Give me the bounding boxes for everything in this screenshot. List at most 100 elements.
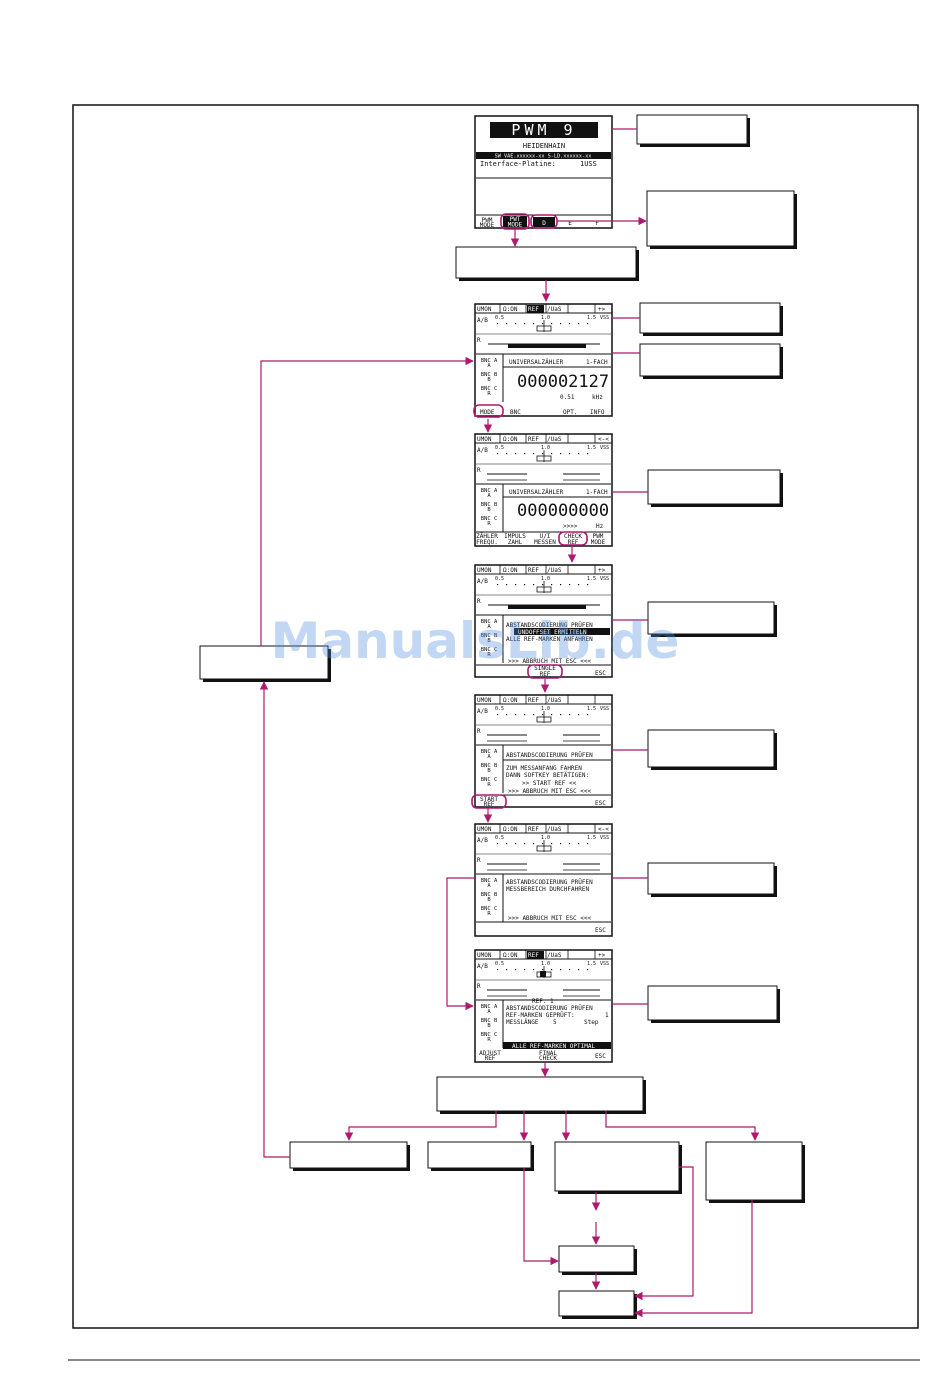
flow-box-c2	[558, 1290, 637, 1319]
tab-2[interactable]: REF	[528, 436, 539, 443]
callout-box-messbereich	[647, 862, 777, 897]
tab-3[interactable]: /UaS	[547, 697, 562, 704]
bnc-label-0: BNC A	[481, 488, 498, 494]
softkey-d[interactable]	[533, 217, 555, 227]
softkey-start-ref-2: REF	[484, 801, 495, 808]
softkey-esc[interactable]: ESC	[595, 1053, 606, 1060]
bnc-label-0: BNC A	[481, 1004, 498, 1010]
scale-tick-1: 1.0	[541, 706, 550, 712]
bnc-label-2: BNC B	[481, 633, 498, 639]
result-line3-unit: Step	[584, 1019, 599, 1026]
softkey-info[interactable]: INFO	[590, 409, 605, 416]
direction-arrow: <-<	[598, 436, 609, 443]
softkey-2-line1[interactable]: U/I	[540, 533, 551, 540]
scale-tick-1: 1.0	[541, 961, 550, 967]
bnc-label-2: BNC B	[481, 502, 498, 508]
scale-tick-2: 1.5	[587, 706, 596, 712]
softkey-0-line1[interactable]: ZÄHLER	[476, 533, 498, 540]
tab-1[interactable]: Ω:ON	[503, 306, 518, 313]
softkey-1-line1[interactable]: IMPULS	[504, 533, 526, 540]
messbereich-line1: ABSTANDSCODIERUNG PRÜFEN	[506, 879, 593, 886]
tab-1[interactable]: Ω:ON	[503, 952, 518, 959]
callout-boxes	[199, 114, 805, 1319]
scale-tick-3: VSS	[600, 706, 609, 712]
bnc-label-1: A	[487, 363, 491, 369]
r-label: R	[477, 857, 481, 864]
highlight-single-ref	[527, 664, 563, 679]
softkey-pwt-mode[interactable]	[503, 216, 527, 227]
counter-unit: Hz	[596, 523, 604, 530]
scale-tick-3: VSS	[600, 445, 609, 451]
softkey-4-line2: MODE	[591, 539, 606, 546]
tab-1[interactable]: Ω:ON	[503, 697, 518, 704]
flow-box-start	[455, 246, 639, 281]
bnc-label-4: BNC C	[481, 906, 498, 912]
bnc-label-5: R	[487, 391, 491, 397]
tab-3[interactable]: /UaS	[547, 436, 562, 443]
tab-2[interactable]: REF	[528, 697, 539, 704]
flow-box-b4	[705, 1141, 805, 1203]
tab-0[interactable]: UMON	[477, 826, 492, 833]
scale-tick-1: 1.0	[541, 835, 550, 841]
softkey-adjust-ref[interactable]: ADJUST	[479, 1050, 501, 1057]
tab-1[interactable]: Ω:ON	[503, 436, 518, 443]
bnc-label-5: R	[487, 652, 491, 658]
softkey-single-ref[interactable]: SINGLE	[534, 665, 556, 672]
tab-0[interactable]: UMON	[477, 306, 492, 313]
bnc-label-4: BNC C	[481, 647, 498, 653]
softkey-4-line1[interactable]: PWM	[593, 533, 604, 540]
tab-2[interactable]: REF	[528, 826, 539, 833]
softkey-3-line1[interactable]: CHECK	[564, 533, 582, 540]
softkey-start-ref[interactable]: START	[480, 796, 498, 803]
startref-abort: >>> ABBRUCH MIT ESC <<<	[508, 788, 591, 795]
tab-2[interactable]: REF	[528, 306, 539, 313]
bnc-label-2: BNC B	[481, 1018, 498, 1024]
tab-3[interactable]: /UaS	[547, 306, 562, 313]
counter-header: UNIVERSALZÄHLER	[509, 359, 564, 366]
direction-arrow: <-<	[598, 826, 609, 833]
tab-0[interactable]: UMON	[477, 952, 492, 959]
softkey-single-ref-2: REF	[540, 671, 551, 678]
softkey-bnc[interactable]: BNC	[510, 409, 521, 416]
softkey-final-check[interactable]: FINAL	[539, 1050, 557, 1057]
softkey-mode[interactable]: MODE	[480, 409, 495, 416]
interface-label: Interface-Platine:	[480, 160, 556, 168]
tab-0[interactable]: UMON	[477, 697, 492, 704]
bnc-label-3: B	[487, 377, 491, 383]
bnc-label-2: BNC B	[481, 892, 498, 898]
softkey-esc[interactable]: ESC	[595, 800, 606, 807]
tab-2[interactable]: REF	[528, 567, 539, 574]
bnc-label-4: BNC C	[481, 777, 498, 783]
bnc-label-4: BNC C	[481, 1032, 498, 1038]
tab-0[interactable]: UMON	[477, 567, 492, 574]
tab-3[interactable]: /UaS	[547, 567, 562, 574]
bnc-label-1: A	[487, 754, 491, 760]
tab-0[interactable]: UMON	[477, 436, 492, 443]
counter-header: UNIVERSALZÄHLER	[509, 489, 564, 496]
tab-1[interactable]: Ω:ON	[503, 567, 518, 574]
tab-2[interactable]: REF	[528, 952, 539, 959]
tab-3[interactable]: /UaS	[547, 952, 562, 959]
connectors	[259, 128, 760, 1318]
bnc-label-3: B	[487, 768, 491, 774]
messbereich-abort: >>> ABBRUCH MIT ESC <<<	[508, 915, 591, 922]
tab-3[interactable]: /UaS	[547, 826, 562, 833]
softkey-esc[interactable]: ESC	[595, 670, 606, 677]
r-label: R	[477, 337, 481, 344]
softkey-esc[interactable]: ESC	[595, 927, 606, 934]
abstand-line1: ABSTANDSCODIERUNG PRÜFEN	[506, 622, 593, 629]
r-label: R	[477, 598, 481, 605]
counter-mode: 1-FACH	[586, 359, 608, 366]
result-line1: ABSTANDSCODIERUNG PRÜFEN	[506, 1005, 593, 1012]
bnc-label-0: BNC A	[481, 878, 498, 884]
startref-line2: ZUM MESSANFANG FAHREN	[506, 765, 582, 772]
softkey-opt[interactable]: OPT.	[563, 409, 577, 416]
bnc-label-3: B	[487, 507, 491, 513]
tab-1[interactable]: Ω:ON	[503, 826, 518, 833]
bnc-label-5: R	[487, 782, 491, 788]
outer-frame	[72, 104, 919, 1329]
scale-tick-2: 1.5	[587, 576, 596, 582]
